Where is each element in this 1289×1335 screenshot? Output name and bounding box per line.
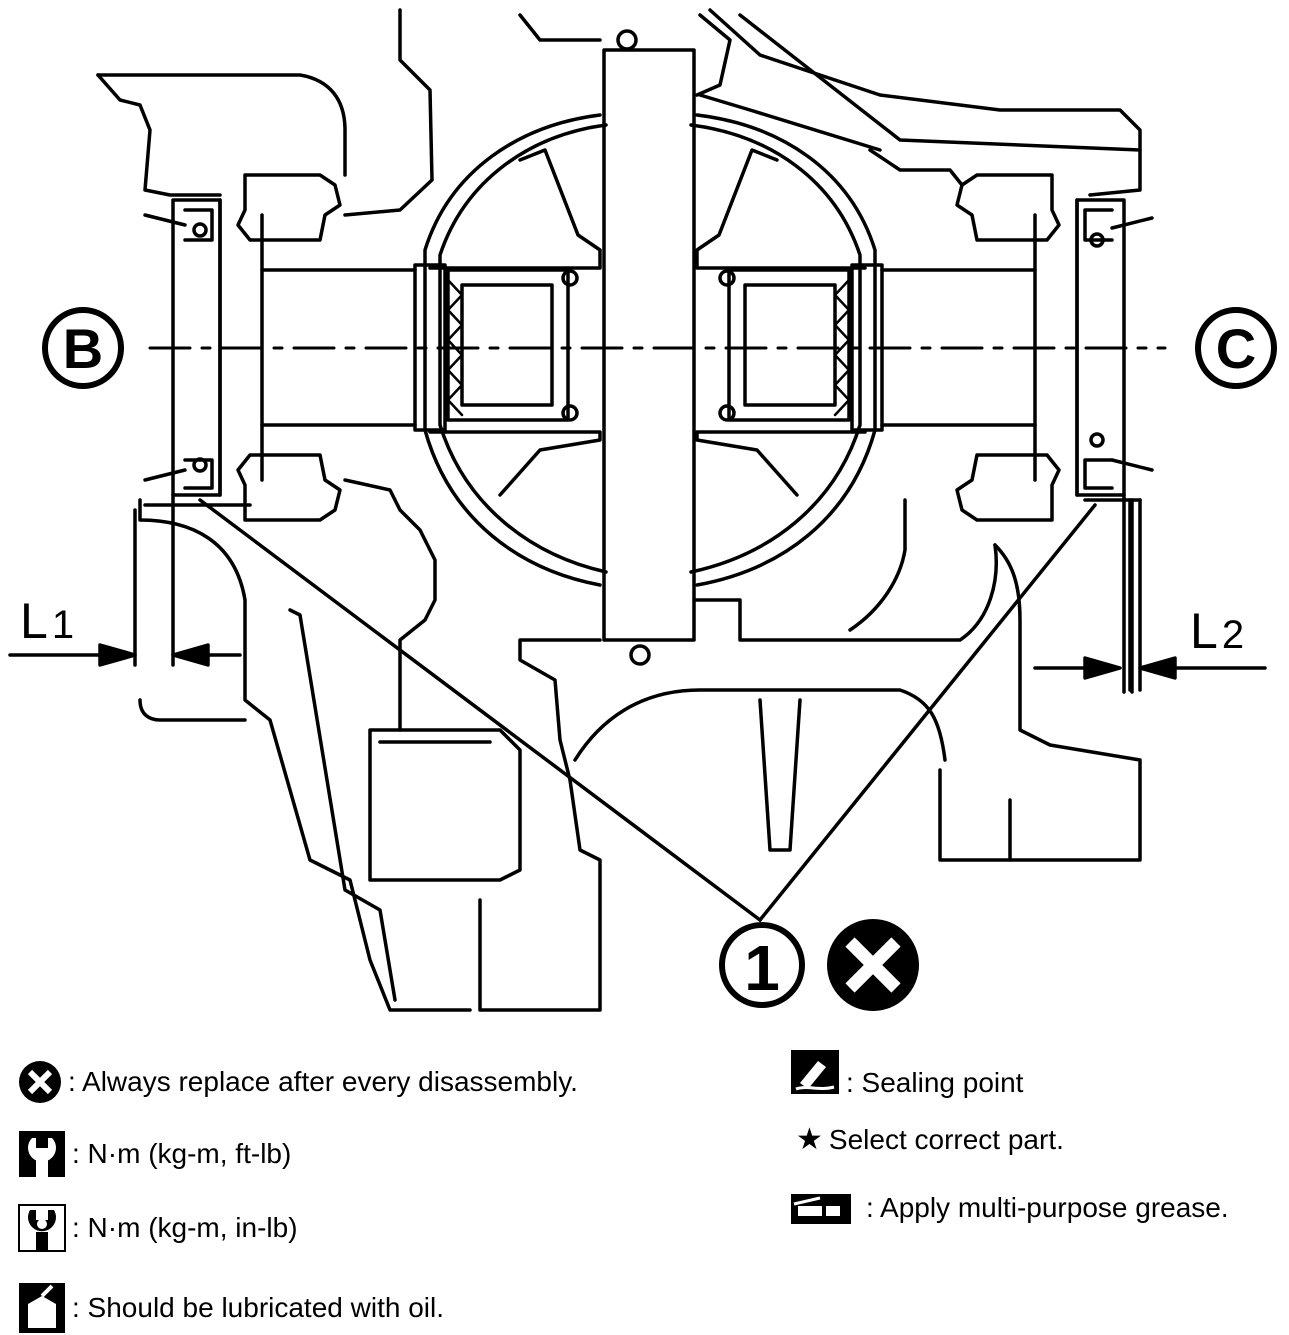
- legend-torque-ft-text: : N·m (kg-m, ft-lb): [72, 1138, 292, 1169]
- pinion-shaft: [518, 13, 732, 666]
- legend-select-text: Select correct part.: [828, 1123, 1064, 1155]
- legend-replace-text: : Always replace after every disassembly…: [68, 1066, 578, 1097]
- carrier-housing-left: [96, 8, 472, 1012]
- legend-replace: : Always replace after every disassembly…: [18, 1060, 578, 1104]
- replace-icon: [19, 1061, 61, 1103]
- legend-oil-text: : Should be lubricated with oil.: [72, 1292, 444, 1323]
- callout-c: C: [1195, 307, 1277, 389]
- callout-b: B: [42, 307, 124, 389]
- grease-gun-icon: [791, 1194, 851, 1224]
- legend-torque-in-text: : N·m (kg-m, in-lb): [72, 1212, 298, 1243]
- ring-gear-case: [423, 113, 877, 587]
- callout-b-label: B: [63, 317, 103, 380]
- part-1-callout: 1: [719, 922, 805, 1008]
- side-oil-seals: [143, 198, 1154, 497]
- legend-torque-ft: : N·m (kg-m, ft-lb): [18, 1130, 291, 1178]
- wrench-torque-small-icon: [18, 1204, 66, 1252]
- carrier-housing-bottom: [368, 498, 1142, 1012]
- dimension-l2: [1033, 493, 1267, 694]
- sealing-point-icon: [791, 1050, 839, 1094]
- differential-cross-section-diagram: B C L1 L2 1: [8, 8, 1277, 1012]
- legend-sealing-text: : Sealing point: [846, 1067, 1024, 1098]
- legend-grease: : Apply multi-purpose grease.: [790, 1190, 1229, 1226]
- part-1-label: 1: [744, 932, 780, 1004]
- side-retainers: [236, 173, 1061, 522]
- legend-oil: : Should be lubricated with oil.: [18, 1282, 444, 1334]
- wrench-torque-icon: [19, 1131, 65, 1178]
- carrier-housing-right: [698, 8, 1142, 692]
- callout-1-leaders: [198, 498, 1097, 922]
- replace-icon: [827, 919, 919, 1011]
- legend-torque-in: : N·m (kg-m, in-lb): [18, 1204, 298, 1252]
- callout-c-label: C: [1216, 317, 1256, 380]
- dimension-l1: [8, 493, 242, 667]
- oil-can-icon: [19, 1283, 65, 1333]
- legend-select: ★ Select correct part.: [796, 1122, 1064, 1157]
- legend-grease-text: : Apply multi-purpose grease.: [866, 1192, 1229, 1223]
- star-icon: ★: [796, 1122, 823, 1157]
- legend-sealing: : Sealing point: [790, 1045, 1023, 1099]
